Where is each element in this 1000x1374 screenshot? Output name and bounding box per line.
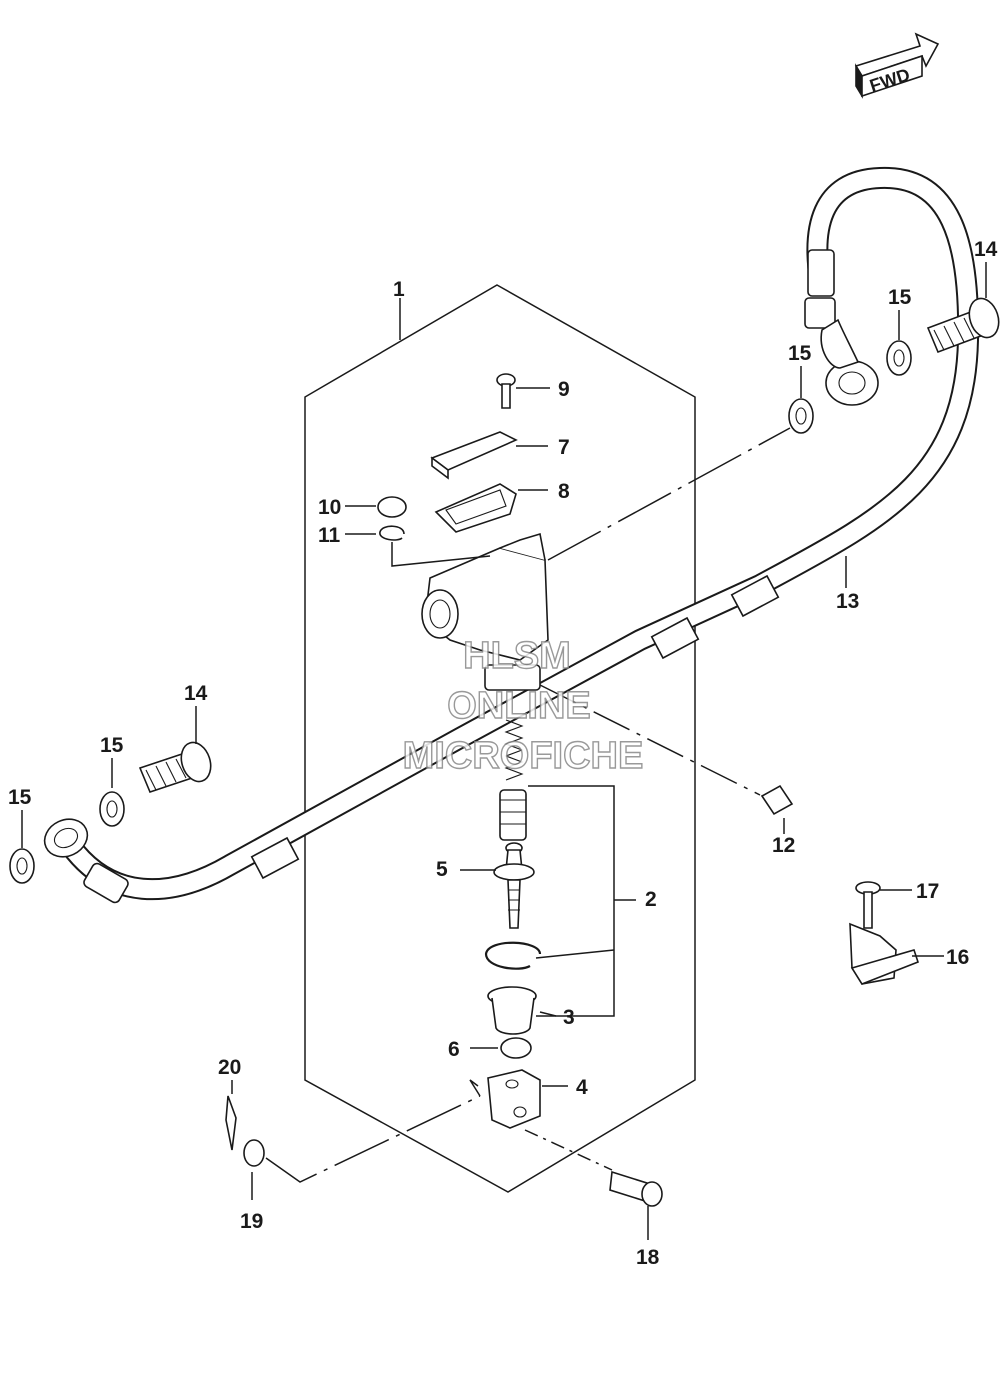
callout-2: 2 [645, 888, 657, 911]
piston-spring-icon [499, 719, 527, 841]
callout-18: 18 [636, 1246, 660, 1269]
callout-4: 4 [576, 1076, 588, 1099]
callout-13: 13 [836, 590, 859, 613]
boot-icon [487, 986, 537, 1035]
banjo-bolt-right-icon [926, 297, 1000, 354]
assembly-outline [304, 284, 696, 1193]
clevis-pin-icon [609, 1170, 663, 1207]
reservoir-plug-icon [377, 496, 407, 518]
nut-icon [500, 1037, 532, 1059]
callout-9: 9 [558, 378, 570, 401]
callout-7: 7 [558, 436, 570, 459]
clevis-icon [487, 1069, 541, 1129]
callout-20: 20 [218, 1056, 241, 1079]
callout-15-a: 15 [8, 786, 32, 809]
washer-icons [9, 340, 912, 884]
watermark: HLSM ONLINE MICROFICHE [402, 634, 644, 777]
hose-clamp-icon [849, 881, 919, 985]
diaphragm-icon [434, 483, 517, 533]
callout-15-b: 15 [100, 734, 124, 757]
push-rod-icon [493, 842, 535, 929]
callout-14-left: 14 [184, 682, 208, 705]
callout-labels: 1 2 3 4 5 6 7 8 9 10 11 12 13 14 14 15 1… [8, 238, 998, 1269]
callout-17: 17 [916, 880, 939, 903]
leader-lines [21, 262, 987, 1240]
watermark-line-3: MICROFICHE [403, 735, 644, 777]
callout-10: 10 [318, 496, 341, 519]
callout-11: 11 [318, 524, 341, 547]
callout-16: 16 [946, 946, 969, 969]
circlip-small-icon [379, 525, 405, 541]
callout-8: 8 [558, 480, 570, 503]
plain-washer-icon [243, 1139, 265, 1167]
callout-12: 12 [772, 834, 795, 857]
callout-19: 19 [240, 1210, 263, 1233]
reservoir-cap-icon [430, 431, 518, 480]
screw-icon [496, 373, 516, 409]
callout-3: 3 [563, 1006, 575, 1029]
banjo-bolt-left-icon [138, 741, 212, 793]
callout-14-right: 14 [974, 238, 998, 261]
fwd-arrow-icon: FWD [854, 32, 940, 99]
circlip-icon [484, 941, 542, 970]
callout-6: 6 [448, 1038, 460, 1061]
cotter-pin-icon [225, 1095, 237, 1151]
brake-hose [43, 166, 980, 904]
callout-15-d: 15 [888, 286, 912, 309]
watermark-line-2: ONLINE [447, 685, 591, 727]
callout-5: 5 [436, 858, 448, 881]
watermark-line-1: HLSM [463, 635, 571, 677]
callout-15-c: 15 [788, 342, 812, 365]
master-cylinder-icon [421, 532, 549, 691]
callout-1: 1 [393, 278, 405, 301]
